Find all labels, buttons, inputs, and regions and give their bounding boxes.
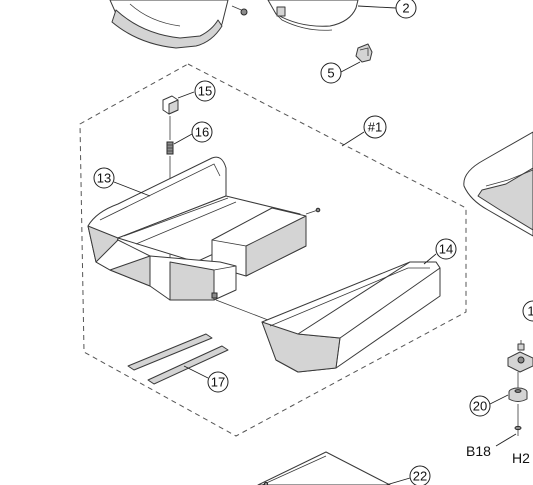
callout-15: 15 xyxy=(177,80,216,102)
top-center-partial-part xyxy=(267,0,359,31)
callout-16: 16 xyxy=(173,121,213,145)
callout-14: 14 xyxy=(423,238,457,265)
callout-2: 2 xyxy=(357,0,417,19)
callout-17: 17 xyxy=(183,365,229,393)
fastener-part xyxy=(507,340,533,373)
clip-part-5 xyxy=(355,43,373,63)
alignment-line xyxy=(215,299,269,321)
top-screw xyxy=(231,5,248,16)
cap-part-15 xyxy=(162,95,179,115)
svg-text:22: 22 xyxy=(413,469,427,484)
svg-text:16: 16 xyxy=(195,125,209,140)
screw-b18 xyxy=(495,404,522,447)
callout-5: 5 xyxy=(320,61,361,84)
callout-22: 22 xyxy=(385,465,431,485)
svg-text:14: 14 xyxy=(439,242,453,257)
right-partial-part xyxy=(463,131,533,237)
knob-part-20 xyxy=(508,372,528,402)
top-left-partial-part xyxy=(109,0,229,49)
svg-text:15: 15 xyxy=(198,84,212,99)
svg-text:2: 2 xyxy=(402,1,409,16)
callout-1: 1 xyxy=(522,300,533,322)
strip-part-17 xyxy=(127,333,229,385)
svg-text:5: 5 xyxy=(327,66,334,81)
callout-20: 20 xyxy=(469,394,509,417)
svg-text:20: 20 xyxy=(473,399,487,414)
tray-part-13 xyxy=(87,156,321,301)
label-h2: H2 xyxy=(512,450,530,466)
svg-text:1: 1 xyxy=(527,304,533,319)
assembly-boundary xyxy=(79,63,467,437)
callout-assembly-1: #1 xyxy=(341,115,387,147)
svg-text:13: 13 xyxy=(97,171,111,186)
svg-text:#1: #1 xyxy=(368,120,382,135)
bottom-plate-part-22 xyxy=(257,451,391,485)
svg-text:17: 17 xyxy=(211,375,225,390)
bin-part-14 xyxy=(261,261,441,373)
label-b18: B18 xyxy=(466,443,491,459)
callout-13: 13 xyxy=(93,167,151,197)
